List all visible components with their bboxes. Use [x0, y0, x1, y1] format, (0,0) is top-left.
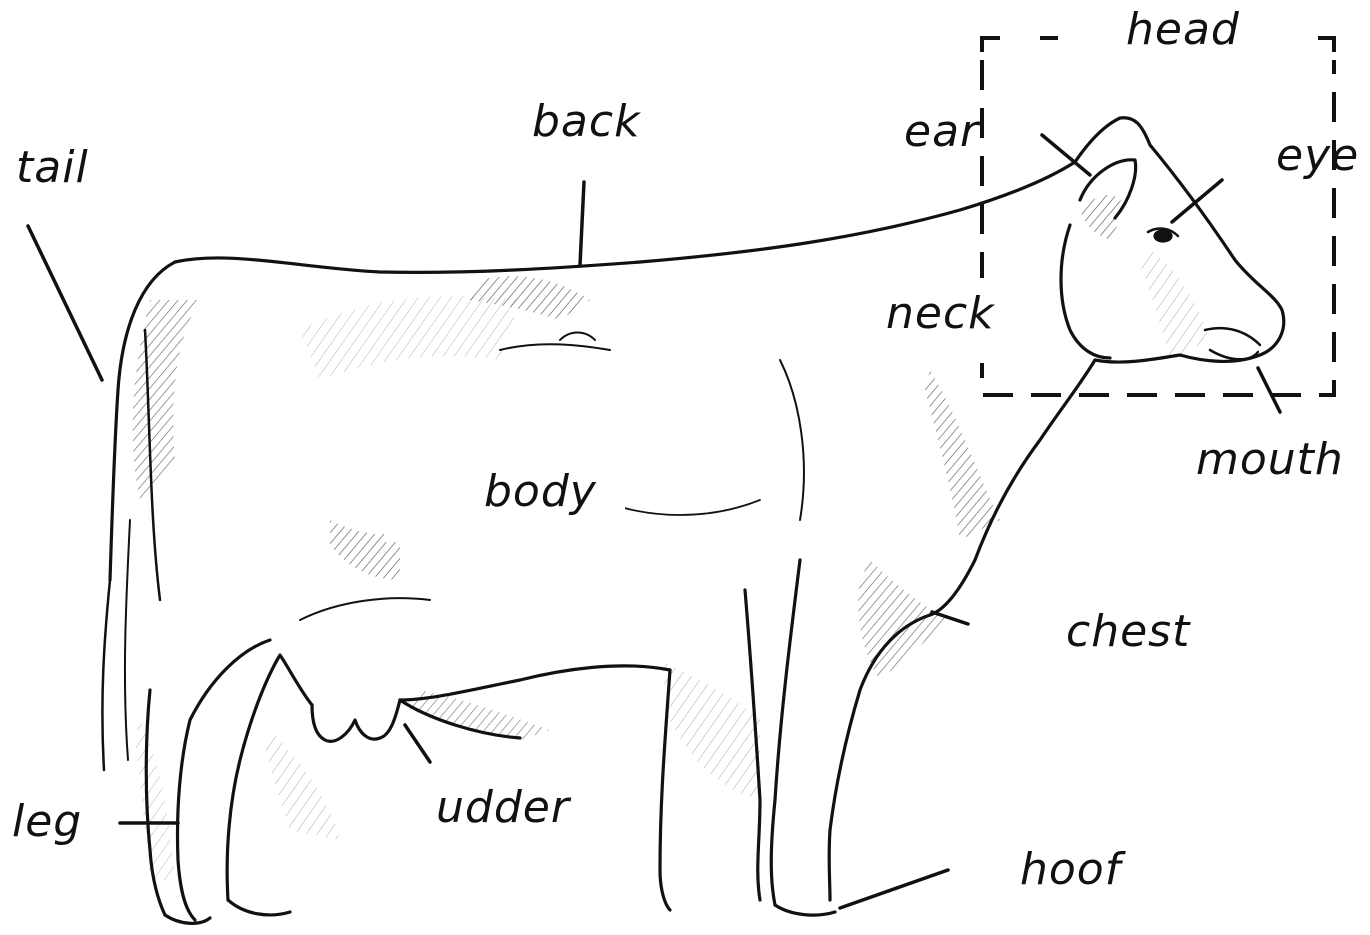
tail-leader — [28, 226, 102, 380]
label-chest: chest — [1066, 610, 1190, 654]
label-leg: leg — [12, 800, 82, 844]
mouth-leader — [1258, 368, 1280, 412]
label-neck: neck — [886, 292, 995, 336]
label-eye: eye — [1276, 134, 1359, 178]
label-udder: udder — [436, 786, 570, 830]
hoof-leader — [840, 870, 948, 908]
label-head: head — [1126, 8, 1240, 52]
label-ear: ear — [904, 110, 979, 154]
back-leader — [580, 182, 584, 265]
label-hoof: hoof — [1020, 848, 1121, 892]
leader-lines — [28, 135, 1280, 908]
label-back: back — [532, 100, 641, 144]
label-tail: tail — [16, 146, 89, 190]
eye-leader — [1172, 180, 1222, 222]
udder-leader — [405, 725, 430, 762]
label-mouth: mouth — [1196, 438, 1344, 482]
shading — [133, 195, 1210, 880]
label-body: body — [484, 470, 597, 514]
